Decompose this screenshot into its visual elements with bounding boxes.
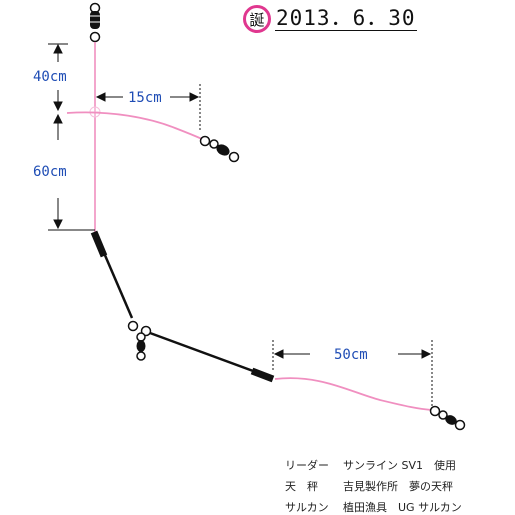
tenbin-lower-arm (149, 331, 275, 383)
dim-label-15cm: 15cm (128, 90, 162, 106)
spec-value: 植田漁具 UG サルカン (343, 501, 462, 514)
tenbin-joint-swivel (127, 320, 152, 361)
spec-part: サルカン (285, 501, 329, 514)
tenbin-upper-arm (90, 230, 134, 319)
birth-badge: 誕 (243, 5, 271, 33)
spec-list: リーダー サンライン SV1 使用 天 秤 吉見製作所 夢の天秤 サルカン 植田… (285, 455, 462, 515)
dim-lower-arm (48, 113, 95, 231)
top-swivel (89, 2, 101, 43)
spec-value: サンライン SV1 使用 (343, 459, 457, 472)
spec-row-swivel: サルカン 植田漁具 UG サルカン (285, 497, 462, 515)
spec-row-tenbin: 天 秤 吉見製作所 夢の天秤 (285, 476, 462, 497)
birth-date-header: 誕 2013．6．30 (243, 4, 417, 34)
lower-swivel (429, 405, 466, 431)
spec-part: 天 秤 (285, 480, 318, 493)
lower-leader (274, 377, 433, 411)
branch-line (66, 111, 203, 140)
dim-label-50cm: 50cm (334, 347, 368, 363)
dim-main-line (272, 340, 433, 408)
branch-swivel (199, 135, 240, 163)
spec-row-leader: リーダー サンライン SV1 使用 (285, 455, 462, 476)
dim-label-40cm: 40cm (33, 69, 67, 85)
dim-branch (95, 84, 201, 132)
spec-value: 吉見製作所 夢の天秤 (343, 480, 453, 493)
birth-date: 2013．6．30 (275, 6, 417, 31)
dim-label-60cm: 60cm (33, 164, 67, 180)
dim-upper-arm (48, 43, 68, 112)
spec-part: リーダー (285, 459, 329, 472)
